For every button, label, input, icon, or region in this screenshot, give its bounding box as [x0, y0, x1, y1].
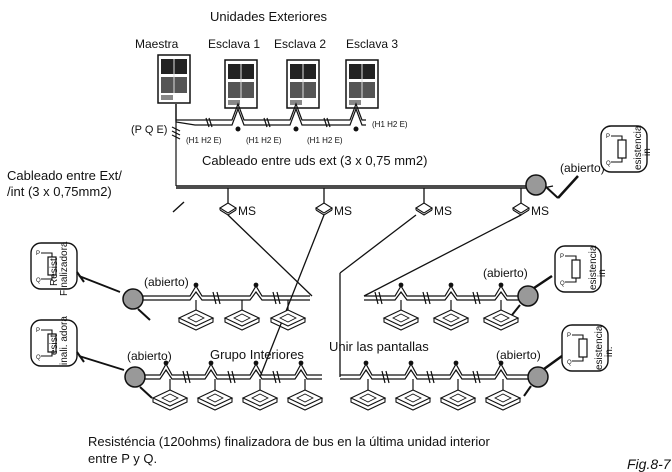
- resistor-text: Resist: [49, 258, 60, 286]
- indoor-unit: [178, 309, 214, 331]
- resistor-text: in: [642, 148, 653, 156]
- h-terminal-label-1: (H1 H2 E): [186, 136, 222, 145]
- ms-label: MS: [531, 204, 549, 218]
- main-bus: [172, 185, 543, 213]
- indoor-unit: [152, 389, 188, 411]
- resistor-box-right-top: esistencia in: [600, 125, 653, 173]
- indoor-bus-left-2: [145, 362, 322, 390]
- indoor-bus-dots: [398, 282, 504, 288]
- termination-knob-right-2: (abierto): [496, 348, 563, 397]
- resistor-box-left-1: Resist Finalizadora: [30, 241, 78, 296]
- outdoor-bus-wiring: [171, 102, 366, 186]
- abierto-label: (abierto): [127, 349, 172, 363]
- outdoor-unit-label: Maestra: [135, 37, 179, 51]
- resistor-box-right-2: esistencia in.: [561, 324, 615, 372]
- indoor-unit: [440, 389, 476, 411]
- outdoor-unit-slave-3: Esclava 3: [345, 37, 398, 109]
- pqe-terminal-label: (P Q E): [131, 124, 167, 136]
- diagram-title: Unidades Exteriores: [210, 9, 328, 24]
- resistor-box-right-1: esistencia in: [554, 245, 608, 293]
- outdoor-unit-label: Esclava 3: [346, 37, 398, 51]
- group-interiores-label: Grupo Interiores: [210, 347, 304, 362]
- indoor-bus-left-1: [143, 284, 310, 310]
- ms-label: MS: [434, 204, 452, 218]
- resistor-text: esistencia: [588, 245, 599, 290]
- cable-outdoor-label: Cableado entre uds ext (3 x 0,75 mm2): [202, 153, 427, 168]
- termination-knob-right-1: (abierto): [483, 266, 553, 316]
- indoor-unit: [224, 309, 260, 331]
- resistor-text: in.: [604, 346, 615, 357]
- resistor-text: esist: [49, 334, 60, 355]
- indoor-unit: [485, 389, 521, 411]
- indoor-unit: [287, 389, 323, 411]
- indoor-unit: [197, 389, 233, 411]
- footer-note-line-2: entre P y Q.: [88, 451, 157, 466]
- indoor-bus-dots: [163, 360, 304, 366]
- indoor-unit: [433, 309, 469, 331]
- resistor-text: inali. adora: [59, 316, 70, 365]
- ms-label: MS: [334, 204, 352, 218]
- indoor-unit: [242, 389, 278, 411]
- resistor-text: esistencia: [633, 125, 644, 170]
- ms-switch-3: MS: [415, 202, 452, 218]
- branch-wiring: [227, 185, 554, 378]
- ms-switch-4: MS: [512, 202, 549, 218]
- indoor-bus-right-1: [364, 284, 520, 310]
- termination-knob-right-top: (abierto): [525, 161, 605, 199]
- termination-knob-left-1: (abierto): [76, 271, 189, 321]
- h-terminal-label-2: (H1 H2 E): [246, 136, 282, 145]
- termination-knob-left-2: (abierto): [76, 349, 172, 399]
- h-terminal-label-4: (H1 H2 E): [372, 120, 408, 129]
- outdoor-unit-master: Maestra: [135, 37, 191, 104]
- indoor-bus-dots: [363, 360, 504, 366]
- h-terminal-label-3: (H1 H2 E): [307, 136, 343, 145]
- cable-ext-int-label-2: /int (3 x 0,75mm2): [7, 184, 112, 199]
- ms-switch-1: MS: [219, 202, 256, 218]
- abierto-label: (abierto): [496, 348, 541, 362]
- abierto-label: (abierto): [483, 266, 528, 280]
- indoor-bus-right-2: [340, 362, 528, 390]
- footer-note-line-1: Resisténcia (120ohms) finalizadora de bu…: [88, 434, 490, 449]
- resistor-text: esistencia: [594, 325, 605, 370]
- figure-label: Fig.8-7: [627, 456, 672, 472]
- outdoor-bus-dots: [235, 126, 359, 132]
- indoor-unit: [350, 389, 386, 411]
- indoor-unit: [383, 309, 419, 331]
- join-shields-label: Unir las pantallas: [329, 339, 429, 354]
- outdoor-unit-label: Esclava 2: [274, 37, 326, 51]
- indoor-unit: [270, 309, 306, 331]
- resistor-text: Finalizadora: [59, 241, 70, 296]
- outdoor-unit-label: Esclava 1: [208, 37, 260, 51]
- resistor-box-left-2: esist inali. adora: [30, 316, 78, 367]
- abierto-label: (abierto): [560, 161, 605, 175]
- abierto-label: (abierto): [144, 275, 189, 289]
- indoor-unit: [395, 389, 431, 411]
- ms-label: MS: [238, 204, 256, 218]
- resistor-text: in: [597, 269, 608, 277]
- indoor-bus-dots: [193, 282, 259, 288]
- cable-ext-int-label-1: Cableado entre Ext/: [7, 168, 122, 183]
- outdoor-unit-slave-1: Esclava 1: [208, 37, 260, 109]
- ms-switch-2: MS: [315, 202, 352, 218]
- outdoor-unit-slave-2: Esclava 2: [274, 37, 326, 109]
